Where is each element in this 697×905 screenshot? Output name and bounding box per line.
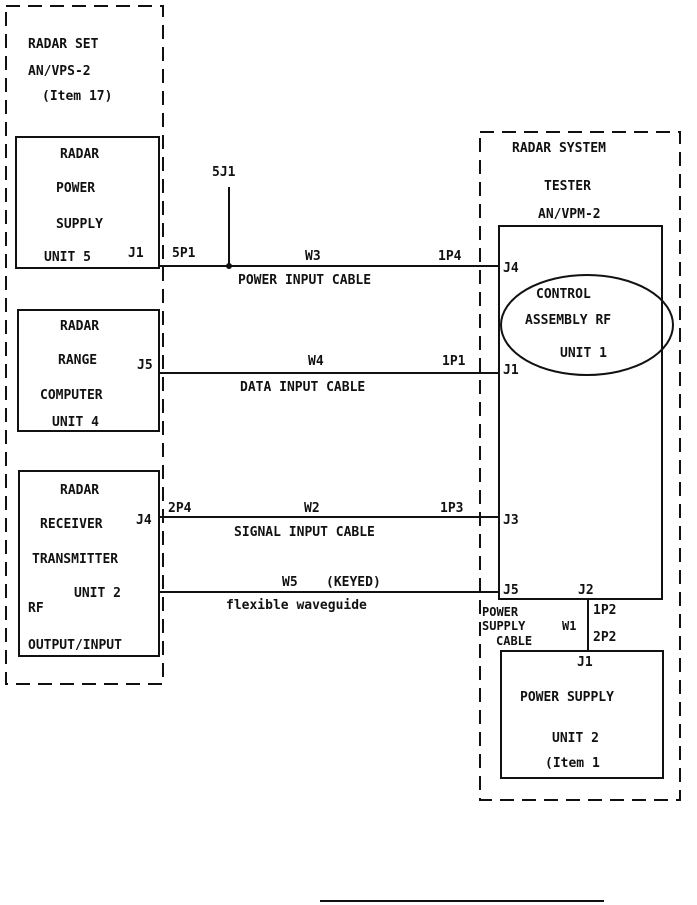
- radar-set-enclosure: [5, 5, 164, 685]
- w2-id: W2: [304, 501, 320, 516]
- control-assembly-ellipse: [500, 274, 674, 376]
- unit4-label-3: COMPUTER: [40, 388, 103, 403]
- w4-id: W4: [308, 354, 324, 369]
- w1-name-1: POWER: [482, 605, 519, 619]
- w1-bottom-plug: 2P2: [593, 630, 616, 645]
- unit5-label-1: RADAR: [60, 147, 99, 162]
- unit4-label-1: RADAR: [60, 319, 99, 334]
- power-supply-label-2: UNIT 2: [552, 731, 599, 746]
- tester-jack-j3: J3: [503, 513, 519, 528]
- w2-name: SIGNAL INPUT CABLE: [234, 525, 375, 540]
- w3-left-plug: 5P1: [172, 246, 196, 261]
- unit4-label-2: RANGE: [58, 353, 97, 368]
- w1-id: W1: [562, 619, 576, 633]
- w5-id: W5: [282, 575, 298, 590]
- unit2-box: [18, 470, 160, 657]
- w1-name-3: CABLE: [496, 634, 532, 648]
- unit2-label-4: UNIT 2: [74, 586, 121, 601]
- unit2-label-6: OUTPUT/INPUT: [28, 638, 122, 653]
- radar-set-title: RADAR SET: [28, 37, 99, 52]
- radar-set-model: AN/VPS-2: [28, 64, 91, 79]
- w1-top-plug: 1P2: [593, 603, 616, 618]
- tester-title-3: AN/VPM-2: [538, 207, 601, 222]
- power-supply-label-3: (Item 1: [545, 756, 600, 771]
- power-supply-box: [500, 650, 664, 779]
- tester-jack-j1: J1: [503, 363, 519, 378]
- w3-right-plug: 1P4: [438, 249, 462, 264]
- power-supply-label-1: POWER SUPPLY: [520, 690, 614, 705]
- w5-name: flexible waveguide: [226, 598, 367, 613]
- radar-set-item: (Item 17): [42, 89, 112, 104]
- tester-jack-j4: J4: [503, 261, 519, 276]
- w3-tap-label: 5J1: [212, 165, 236, 180]
- tester-jack-j5: J5: [503, 583, 519, 598]
- w1-name-2: SUPPLY: [482, 619, 526, 633]
- w3-id: W3: [305, 249, 321, 264]
- tester-title-1: RADAR SYSTEM: [512, 141, 606, 156]
- tester-enclosure: [479, 131, 681, 801]
- w2-left-plug: 2P4: [168, 501, 192, 516]
- unit4-label-4: UNIT 4: [52, 415, 99, 430]
- unit4-box: [17, 309, 160, 432]
- power-supply-jack: J1: [577, 655, 593, 670]
- unit2-label-1: RADAR: [60, 483, 99, 498]
- control-label-1: CONTROL: [536, 287, 591, 302]
- w4-right-plug: 1P1: [442, 354, 466, 369]
- w2-right-plug: 1P3: [440, 501, 463, 516]
- unit2-label-5: RF: [28, 601, 44, 616]
- tester-title-2: TESTER: [544, 179, 591, 194]
- unit2-jack: J4: [136, 513, 152, 528]
- w4-name: DATA INPUT CABLE: [240, 380, 365, 395]
- unit5-jack: J1: [128, 246, 144, 261]
- unit5-label-3: SUPPLY: [56, 217, 103, 232]
- unit2-label-3: TRANSMITTER: [32, 552, 118, 567]
- w5-keyed: (KEYED): [326, 575, 381, 590]
- unit5-label-4: UNIT 5: [44, 250, 91, 265]
- w3-name: POWER INPUT CABLE: [238, 273, 371, 288]
- unit5-label-2: POWER: [56, 181, 95, 196]
- unit4-jack: J5: [137, 358, 153, 373]
- unit5-box: [15, 136, 160, 269]
- w3-tap-node: [226, 263, 232, 269]
- tester-jack-j2: J2: [578, 583, 594, 598]
- control-label-2: ASSEMBLY RF: [525, 313, 611, 328]
- control-label-3: UNIT 1: [560, 346, 607, 361]
- tester-inner-box: [498, 225, 663, 600]
- unit2-label-2: RECEIVER: [40, 517, 103, 532]
